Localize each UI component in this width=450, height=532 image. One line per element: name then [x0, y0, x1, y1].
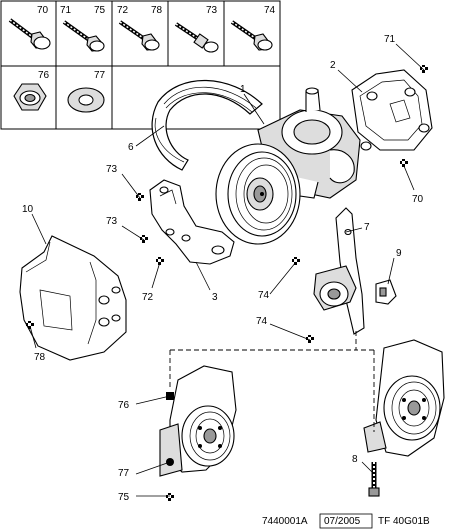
washer-77-icon — [67, 87, 105, 113]
callout-71: 71 — [384, 34, 396, 45]
cell-label-71: 71 — [60, 5, 72, 16]
drawing-footer: 7440001A 07/2005 TF 40G01B — [262, 513, 430, 529]
callout-70: 70 — [412, 194, 424, 205]
cell-label-76: 76 — [38, 70, 50, 81]
footer-date: 07/2005 — [324, 516, 361, 527]
footer-ref-code: 7440001A — [262, 516, 308, 527]
bolt-71-icon — [62, 20, 105, 52]
callout-1: 1 — [240, 84, 246, 95]
callout-7: 7 — [364, 222, 370, 233]
fixing-marker-icons — [26, 65, 428, 501]
callout-3: 3 — [212, 292, 218, 303]
footer-doc-code: TF 40G01B — [378, 516, 430, 527]
callout-labels: 1 2 3 6 7 8 9 10 70 71 72 73 73 74 74 75… — [22, 34, 424, 503]
tensioner-bolt — [368, 462, 380, 497]
callout-76: 76 — [118, 400, 130, 411]
washer-77-marker-icon — [166, 458, 174, 466]
bolt-70-icon — [8, 18, 51, 50]
callout-9: 9 — [396, 248, 402, 259]
cell-label-75: 75 — [94, 5, 106, 16]
callout-75: 75 — [118, 492, 130, 503]
crank-pulley-right-view — [363, 339, 445, 457]
crank-pulley-left-view — [159, 365, 237, 477]
fastener-legend-grid: 70 71 75 72 78 73 — [0, 0, 281, 130]
cell-label-72: 72 — [117, 5, 129, 16]
drive-belt — [151, 79, 263, 171]
callout-6: 6 — [128, 142, 134, 153]
nut-76-icon — [13, 83, 47, 111]
belt-tensioner — [313, 207, 365, 335]
footer-date-box — [319, 513, 373, 529]
callout-78: 78 — [34, 352, 46, 363]
cell-label-70: 70 — [37, 5, 49, 16]
callout-74b: 74 — [256, 316, 268, 327]
cell-label-74: 74 — [264, 5, 276, 16]
power-steering-pump — [215, 87, 361, 245]
callout-8: 8 — [352, 454, 358, 465]
bolt-73-icon — [174, 22, 219, 53]
callout-2: 2 — [330, 60, 336, 71]
callout-72: 72 — [142, 292, 154, 303]
assembly-lines — [169, 330, 375, 432]
bolt-74-icon — [230, 20, 273, 51]
callout-74a: 74 — [258, 290, 270, 301]
callout-77: 77 — [118, 468, 130, 479]
callout-10: 10 — [22, 204, 34, 215]
nut-76-marker-icon — [166, 392, 174, 400]
lower-bracket — [149, 179, 235, 265]
bolt-72-icon — [118, 20, 160, 51]
spacer-clip — [375, 279, 397, 305]
callout-73a: 73 — [106, 164, 118, 175]
heat-shield — [19, 235, 127, 361]
cell-label-78: 78 — [151, 5, 163, 16]
leader-lines — [26, 43, 428, 501]
pump-bracket — [351, 69, 433, 151]
cell-label-77: 77 — [94, 70, 106, 81]
cell-label-73: 73 — [206, 5, 218, 16]
callout-73b: 73 — [106, 216, 118, 227]
